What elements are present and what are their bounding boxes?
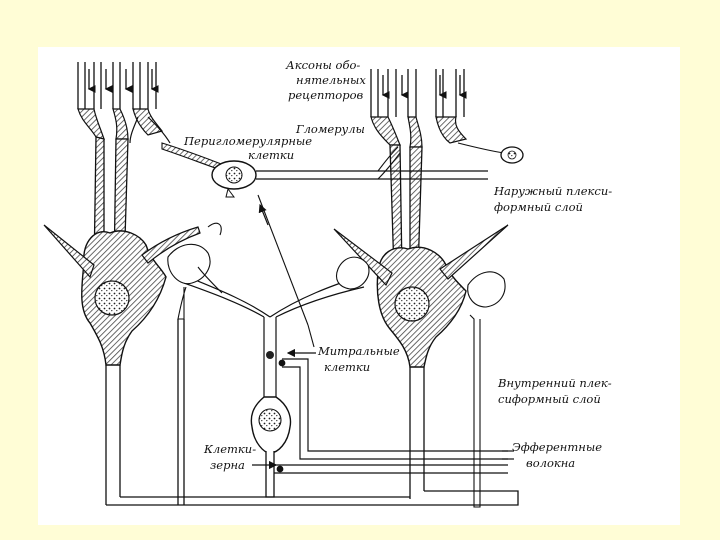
- outer-plexiform-lines: [378, 170, 488, 180]
- label-axons: Аксоны обо-: [285, 58, 360, 72]
- label-mitral: Митральные: [317, 344, 400, 358]
- label-periglomerular: Перигломерулярные: [183, 134, 312, 148]
- diagram-panel: Аксоны обо- нятельных рецепторов Гломеру…: [38, 47, 680, 525]
- efferent-fibers: [274, 358, 508, 474]
- mitral-axons: [105, 319, 519, 506]
- periglom-pointer-line: [257, 194, 315, 348]
- label-glomeruli: Гломерулы: [295, 122, 365, 136]
- label-periglomerular-2: клетки: [248, 148, 294, 162]
- glomerulus-left: [77, 108, 171, 144]
- label-axons-2: нятельных: [296, 73, 366, 87]
- receptor-axons-left: [77, 62, 159, 109]
- label-inner-plexiform: Внутренний плек-: [497, 376, 612, 390]
- glomerulus-right: [370, 116, 468, 148]
- label-inner-plexiform-2: сиформный слой: [498, 392, 601, 406]
- periglomerular-cell: [161, 142, 401, 198]
- granule-cell-dendrites: [183, 276, 365, 397]
- mitral-cell-left: [43, 136, 201, 366]
- label-outer-plexiform-2: формный слой: [494, 200, 583, 214]
- label-outer-plexiform: Наружный плекси-: [493, 184, 612, 198]
- label-arrows: [252, 203, 514, 470]
- small-cells-left: [167, 222, 223, 320]
- labels: Аксоны обо- нятельных рецепторов Гломеру…: [183, 58, 612, 472]
- label-axons-3: рецепторов: [288, 88, 364, 102]
- label-granule: Клетки-: [203, 442, 256, 456]
- receptor-axons-right: [370, 69, 467, 117]
- label-mitral-2: клетки: [324, 360, 370, 374]
- granule-cell: [250, 351, 292, 498]
- mitral-cell-right: [333, 144, 509, 368]
- olfactory-bulb-diagram: Аксоны обо- нятельных рецепторов Гломеру…: [43, 58, 612, 508]
- label-efferent-2: волокна: [526, 456, 575, 470]
- label-efferent: Эфферентные: [512, 440, 602, 454]
- label-granule-2: зерна: [210, 458, 245, 472]
- periglomerular-cell-right: [457, 142, 524, 164]
